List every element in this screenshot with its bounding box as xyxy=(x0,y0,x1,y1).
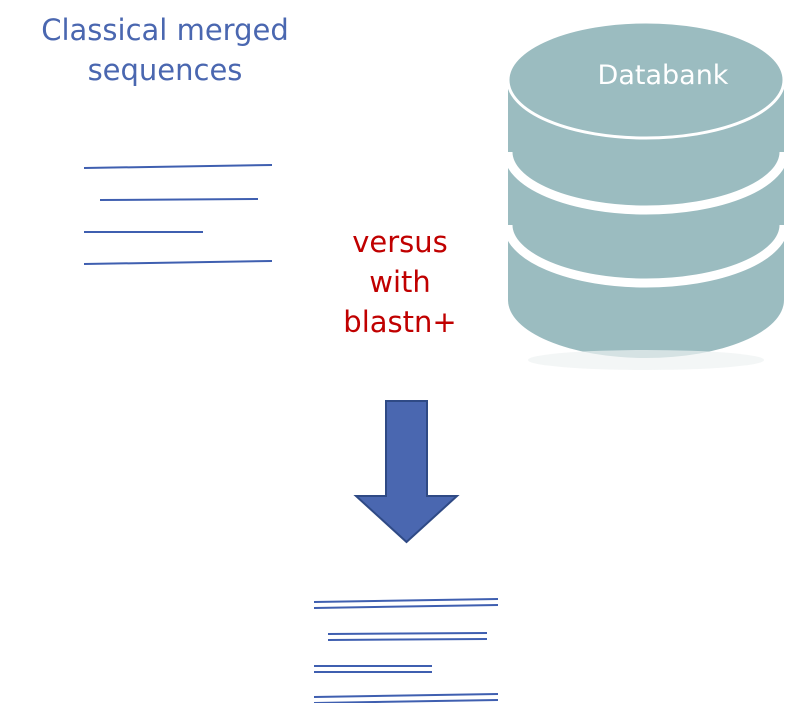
output-sequence-pair xyxy=(327,632,488,641)
operation-line-3: blastn+ xyxy=(343,305,457,339)
databank-band-2 xyxy=(503,224,789,288)
input-sequence-line xyxy=(83,164,273,169)
output-sequence-pair xyxy=(314,665,432,673)
operation-line-2: with xyxy=(369,265,431,299)
input-sequence-line xyxy=(83,260,273,265)
databank-cylinder xyxy=(503,20,789,370)
input-title-line-2: sequences xyxy=(87,53,243,87)
input-title: Classical merged sequences xyxy=(0,10,330,90)
operation-label: versus with blastn+ xyxy=(310,222,490,342)
input-sequence-line xyxy=(99,198,259,201)
output-sequences xyxy=(313,598,499,703)
output-sequence-pair xyxy=(313,693,499,703)
down-arrow-icon xyxy=(353,400,460,544)
operation-line-1: versus xyxy=(352,225,448,259)
output-sequence-pair xyxy=(313,598,499,609)
databank-band-1 xyxy=(503,151,789,215)
databank-top xyxy=(506,20,786,140)
databank-label: Databank xyxy=(597,60,729,91)
input-sequences xyxy=(83,164,273,265)
databank-shadow xyxy=(528,350,764,370)
input-title-line-1: Classical merged xyxy=(41,13,289,47)
